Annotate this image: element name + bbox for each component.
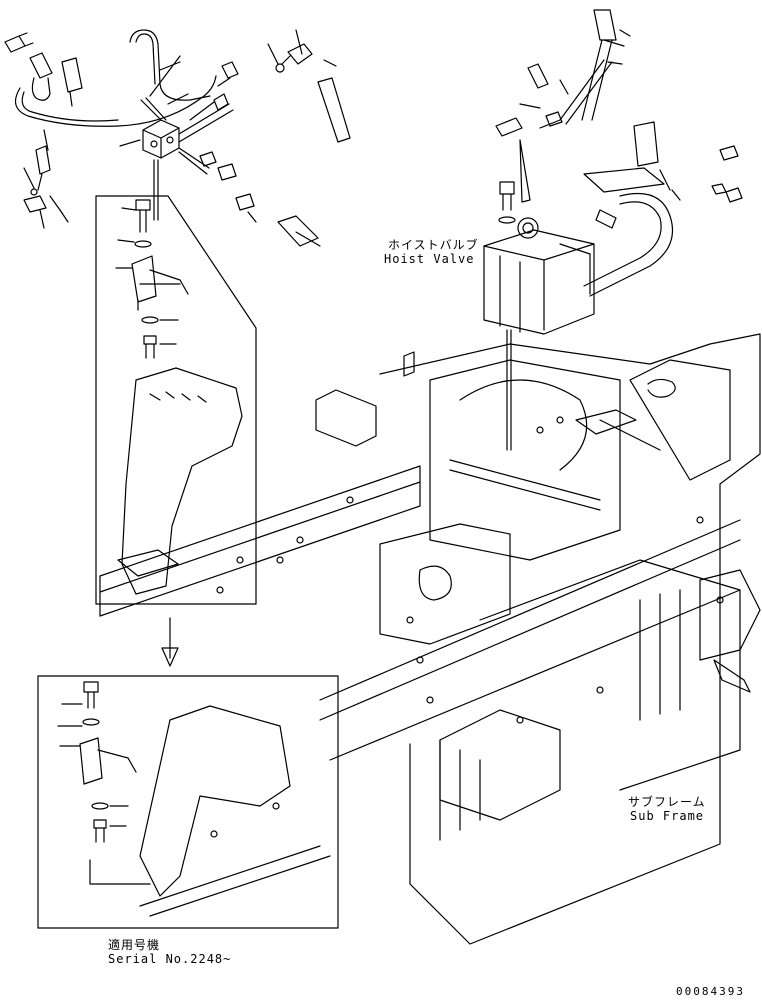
lower-detail-frame <box>37 675 339 929</box>
down-arrow <box>161 617 179 667</box>
drawing-number: 00084393 <box>676 985 745 998</box>
detail-frame <box>95 195 257 605</box>
hoist-valve-label-en: Hoist Valve <box>384 252 475 266</box>
hoist-valve-label-jp: ホイストバルブ <box>388 238 479 252</box>
hoist-valve <box>483 181 595 451</box>
serial-label-jp: 適用号機 <box>108 938 161 952</box>
hose-block-assembly <box>4 29 351 247</box>
pipe-assembly <box>495 9 743 297</box>
sub-frame-label-jp: サブフレーム <box>628 795 706 809</box>
sub-frame-label-en: Sub Frame <box>630 809 705 823</box>
serial-label-en: Serial No.2248~ <box>108 952 232 966</box>
sub-frame-drawing <box>99 333 761 945</box>
